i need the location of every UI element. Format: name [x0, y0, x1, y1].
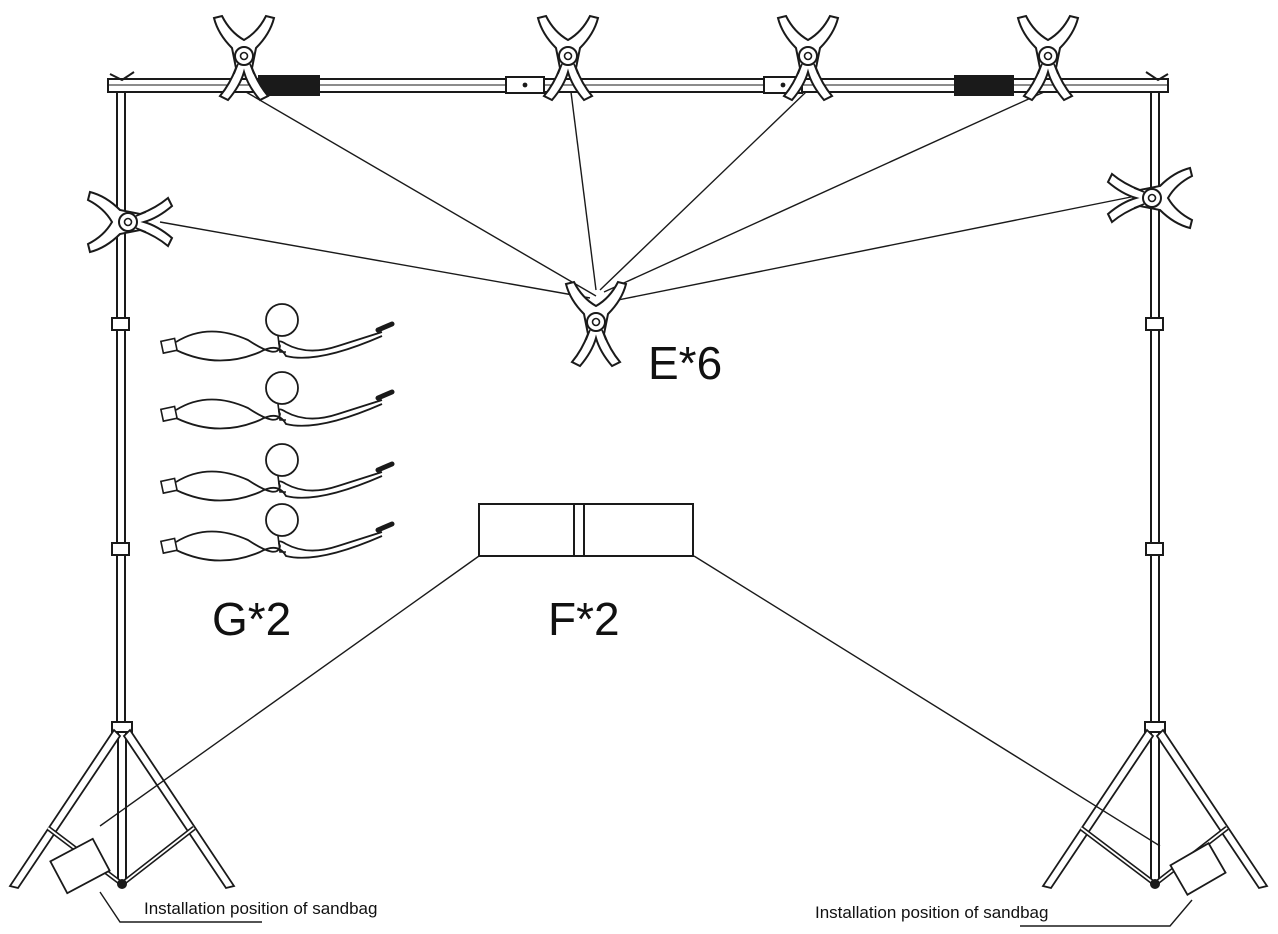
right-sandbag-caption: Installation position of sandbag	[815, 903, 1049, 922]
left-stand-pole	[111, 92, 130, 728]
strap-4	[161, 504, 392, 561]
left-sandbag-caption: Installation position of sandbag	[144, 899, 378, 918]
sandbag-pair	[478, 503, 694, 557]
right-tripod	[1043, 722, 1267, 889]
strap-1	[161, 304, 392, 361]
left-pole-clamp	[87, 191, 173, 253]
straps-quantity-label: G*2	[212, 593, 292, 645]
central-clamp	[565, 281, 627, 367]
sandbag-leader-lines	[99, 555, 1161, 847]
strap-3	[161, 444, 392, 501]
clips-quantity-label: E*6	[648, 337, 723, 389]
sandbags-quantity-label: F*2	[548, 593, 620, 645]
left-tripod	[10, 722, 234, 889]
right-sandbag-position	[1020, 842, 1227, 927]
clamp-leader-lines	[159, 91, 1137, 303]
left-sandbag-position	[49, 837, 262, 923]
crossbar	[107, 71, 1169, 96]
strap-2	[161, 372, 392, 429]
